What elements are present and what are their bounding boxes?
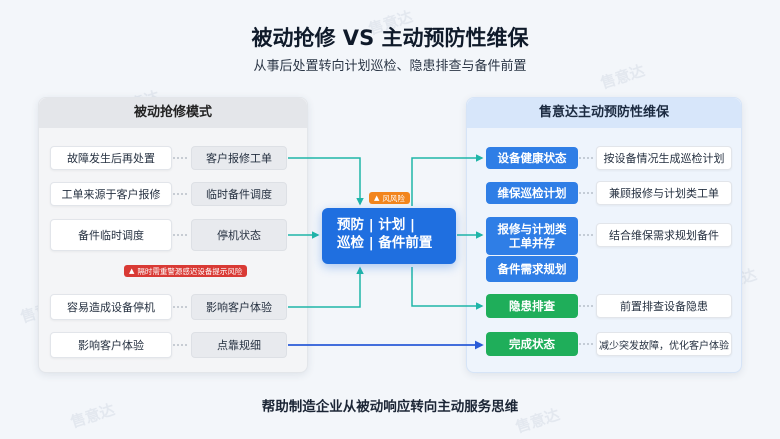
reactive-effect-box: 停机状态: [191, 219, 287, 251]
action-box: 完成状态: [486, 332, 578, 356]
result-box: 结合维保需求规划备件: [596, 223, 732, 247]
risk-badge-text: 风风险: [382, 193, 405, 203]
reactive-cause-box: 容易造成设备停机: [50, 294, 172, 320]
center-line-2: 巡检 | 备件前置: [337, 235, 433, 251]
flow-arrow: [411, 154, 484, 206]
reactive-cause-box: 影响客户体验: [50, 332, 172, 358]
warning-triangle-icon: ▲: [129, 267, 135, 275]
footer-caption: 帮助制造企业从被动响应转向主动服务思维: [261, 399, 519, 415]
warning-triangle-icon: ▲: [374, 194, 380, 202]
reactive-effect-box: 客户报修工单: [191, 146, 287, 170]
center-strategy-node: 预防 | 计划 | 巡检 | 备件前置: [322, 208, 456, 264]
result-box: 按设备情况生成巡检计划: [596, 146, 732, 170]
reactive-effect-box: 影响客户体验: [191, 294, 287, 320]
left-row-arrows: [173, 157, 189, 346]
page-subtitle: 从事后处置转向计划巡检、隐患排查与备件前置: [253, 59, 527, 74]
right-row-arrows: [579, 157, 594, 345]
risk-alert-text: 隔时需重警源感迟设备提示风险: [137, 266, 243, 276]
action-box: 维保巡检计划: [486, 182, 578, 204]
flow-arrow: [288, 266, 364, 308]
action-box: 设备健康状态: [486, 147, 578, 169]
action-box: 报修与计划类工单并存: [486, 217, 578, 255]
flow-arrow: [288, 157, 364, 206]
page-title: 被动抢修 VS 主动预防性维保: [251, 26, 529, 50]
reactive-effect-box: 临时备件调度: [191, 182, 287, 206]
action-box: 备件需求规划: [486, 256, 578, 282]
result-box: 兼顾报修与计划类工单: [596, 181, 732, 205]
result-box: 减少突发故障，优化客户体验: [596, 332, 732, 356]
panel-title: 被动抢修模式: [39, 98, 307, 128]
reactive-cause-box: 工单来源于客户报修: [50, 182, 172, 206]
risk-alert-badge: ▲ 隔时需重警源感迟设备提示风险: [124, 265, 248, 277]
action-box: 隐患排查: [486, 294, 578, 318]
panel-title: 售意达主动预防性维保: [467, 98, 741, 128]
flow-arrow: [411, 267, 484, 310]
result-box: 前置排查设备隐患: [596, 294, 732, 318]
reactive-cause-box: 备件临时调度: [50, 219, 172, 251]
reactive-cause-box: 故障发生后再处置: [50, 146, 172, 170]
center-line-1: 预防 | 计划 |: [337, 217, 415, 233]
risk-badge: ▲ 风风险: [369, 192, 410, 204]
reactive-effect-box: 点靠规细: [191, 332, 287, 358]
